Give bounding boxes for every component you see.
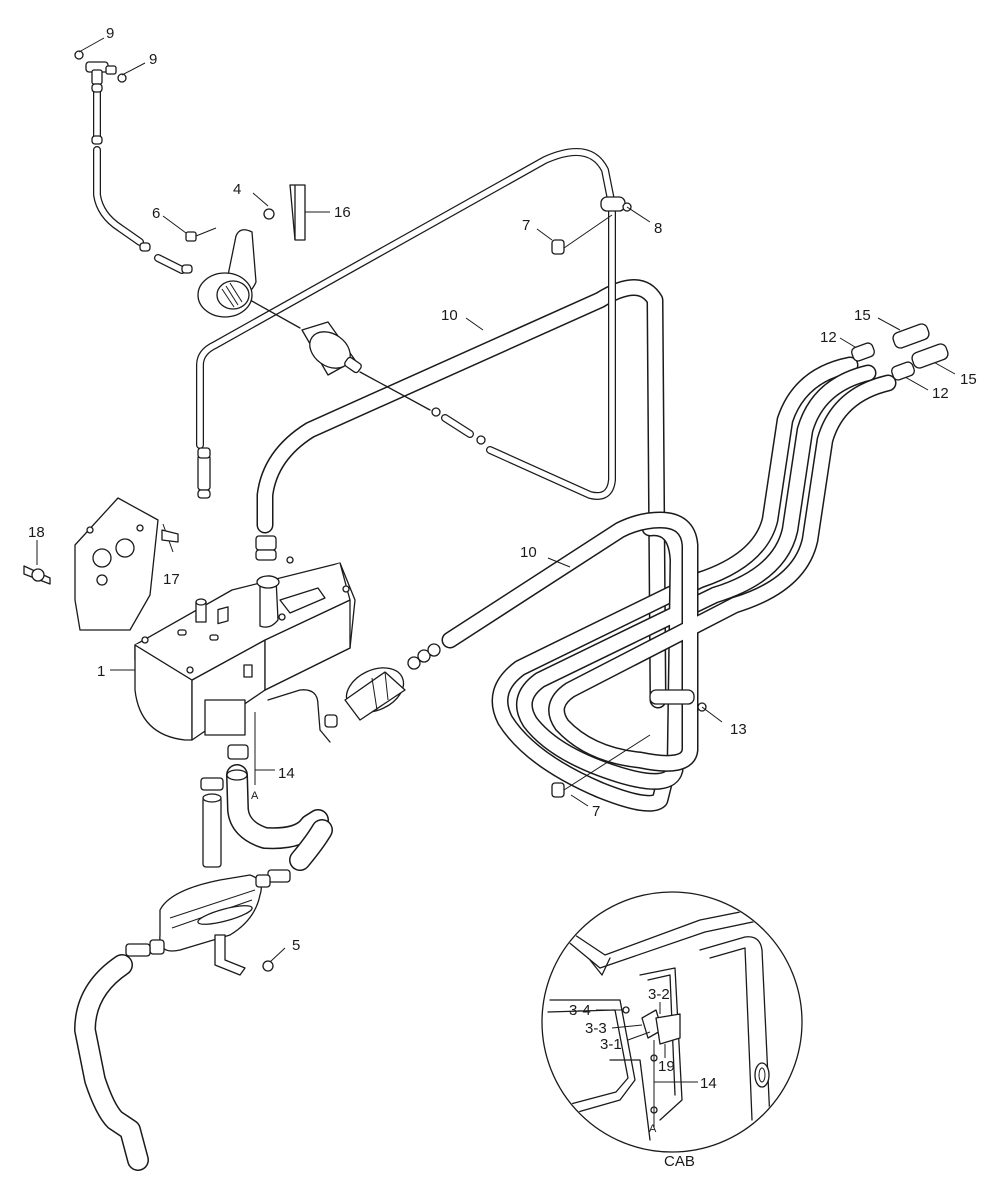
label-10: 10	[441, 307, 458, 324]
pipe-end-connectors	[851, 323, 949, 381]
tee-fitting	[74, 50, 193, 274]
fuel-filter-upper	[301, 321, 486, 445]
label-9: 9	[106, 25, 114, 42]
heater-unit	[134, 556, 356, 741]
cab-detail	[541, 891, 803, 1153]
dosing-pump-bracket	[185, 184, 306, 318]
fuel-line-left	[93, 88, 474, 438]
label-14: 14	[278, 765, 295, 782]
leader-lines	[36, 37, 956, 963]
label-3-4: 3-4	[569, 1002, 591, 1019]
exhaust-system	[74, 744, 333, 1171]
mounting-bracket	[23, 497, 179, 631]
label-6: 6	[152, 205, 160, 222]
label-14: 14	[700, 1075, 717, 1092]
label-3-1: 3-1	[600, 1036, 622, 1053]
label-12: 12	[820, 329, 837, 346]
label-10: 10	[520, 544, 537, 561]
label-a: A	[251, 790, 259, 802]
label-12: 12	[932, 385, 949, 402]
label-13: 13	[730, 721, 747, 738]
label-7: 7	[592, 803, 600, 820]
label-3-2: 3-2	[648, 986, 670, 1003]
label-a: A	[649, 1123, 657, 1135]
label-18: 18	[28, 524, 45, 541]
label-4: 4	[233, 181, 241, 198]
label-19: 19	[658, 1058, 675, 1075]
coolant-pipe-upper-loop	[256, 279, 667, 709]
label-9: 9	[149, 51, 157, 68]
fuel-filter-lower	[267, 643, 441, 743]
part-labels: 9 9 4 6 16 7 8 10 10 12 12 15 15 13 7 1 …	[28, 25, 977, 1170]
label-3-3: 3-3	[585, 1020, 607, 1037]
label-15: 15	[854, 307, 871, 324]
cab-caption: CAB	[664, 1153, 695, 1170]
label-17: 17	[163, 571, 180, 588]
label-8: 8	[654, 220, 662, 237]
coolant-pipe-bundle	[441, 356, 897, 812]
label-1: 1	[97, 663, 105, 680]
label-16: 16	[334, 204, 351, 221]
label-7: 7	[522, 217, 530, 234]
pipe-clamps	[551, 196, 707, 798]
fuel-line-upper	[196, 148, 616, 500]
heater-inlet-hose	[197, 447, 277, 561]
label-5: 5	[292, 937, 300, 954]
label-15: 15	[960, 371, 977, 388]
